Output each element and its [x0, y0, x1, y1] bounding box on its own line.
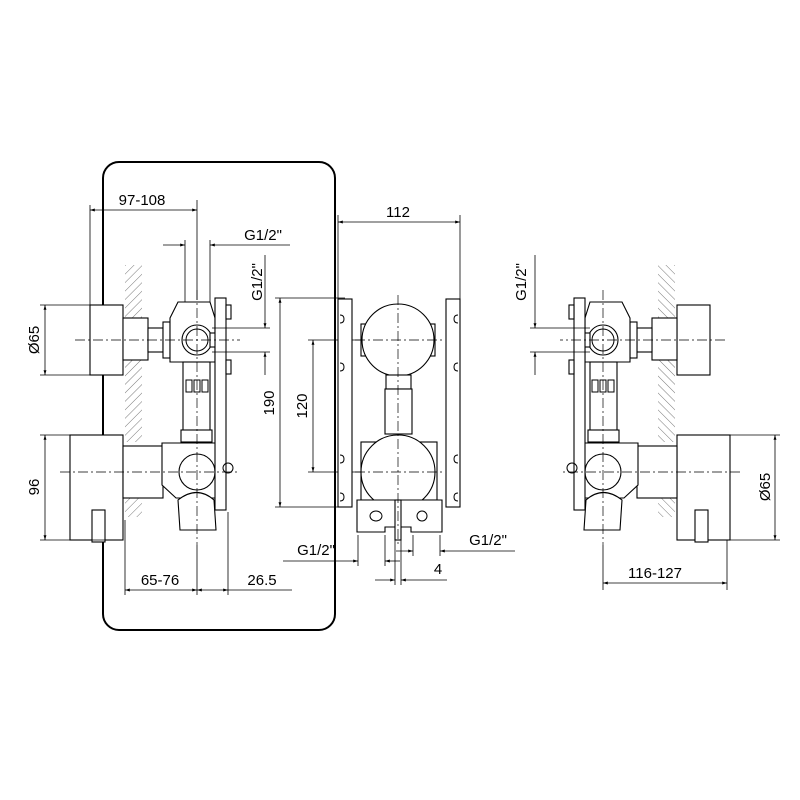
- dim-spout-reach: 97-108: [119, 192, 166, 209]
- front-view: 112 G1/2" G1/2" 4: [283, 204, 515, 585]
- dim-bottom-left-connection: G1/2": [297, 542, 335, 559]
- dim-handle-height: 96: [26, 479, 43, 496]
- dim-right-side-connection: G1/2": [513, 263, 530, 301]
- left-side-view: 97-108 G1/2" G1/2" Ø65 96 190 120: [26, 192, 365, 595]
- right-side-view: G1/2" Ø65 116-127: [513, 255, 780, 590]
- dim-knob-diameter: Ø65: [26, 326, 43, 354]
- dim-lever-offset: 4: [434, 561, 442, 578]
- dim-top-connection: G1/2": [244, 227, 282, 244]
- dim-side-connection: G1/2": [249, 263, 266, 301]
- dim-wall-depth: 65-76: [141, 572, 179, 589]
- dim-plate-width: 112: [386, 204, 410, 221]
- dim-projection: 116-127: [628, 565, 682, 582]
- dim-right-knob-diameter: Ø65: [757, 473, 774, 501]
- dim-bottom-right-connection: G1/2": [469, 532, 507, 549]
- dim-plate-offset: 26.5: [247, 572, 276, 589]
- dim-plate-height: 190: [261, 390, 278, 415]
- highlight-frame: [102, 161, 336, 631]
- dim-valve-spacing: 120: [294, 393, 311, 418]
